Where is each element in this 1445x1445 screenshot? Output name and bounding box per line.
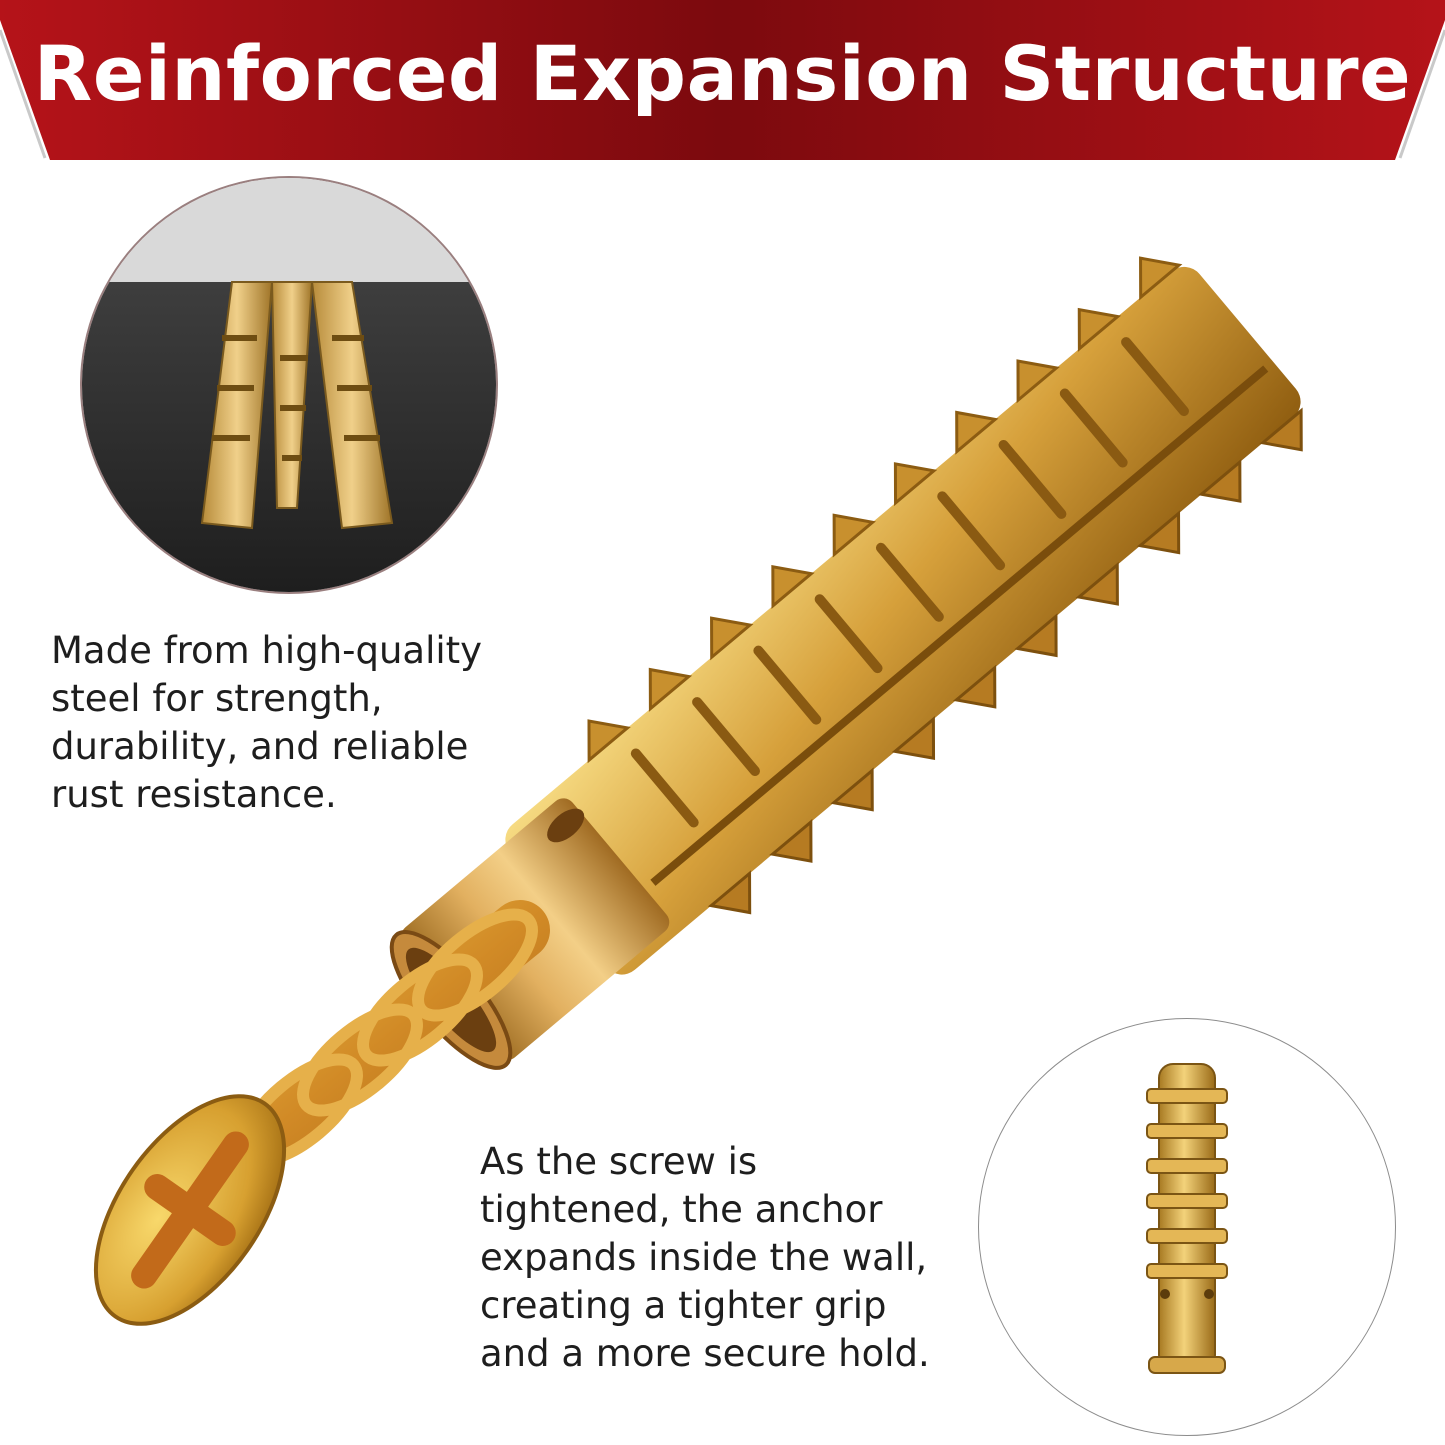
material-caption-line: rust resistance. [51, 773, 337, 816]
inset-anchor-image [978, 1018, 1396, 1436]
expansion-caption-line: expands inside the wall, [480, 1236, 928, 1279]
expansion-caption-line: creating a tighter grip [480, 1284, 887, 1327]
expansion-caption-line: As the screw is [480, 1140, 758, 1183]
banner-background [0, 0, 1445, 160]
anchor-standalone [1146, 1063, 1228, 1374]
material-caption: Made from high-quality steel for strengt… [51, 627, 571, 819]
page-title: Reinforced Expansion Structure [33, 29, 1412, 118]
inset-wall-expansion-image [82, 178, 496, 592]
expansion-caption-line: tightened, the anchor [480, 1188, 883, 1231]
header-banner: Reinforced Expansion Structure [0, 0, 1445, 165]
material-caption-line: Made from high-quality [51, 629, 483, 672]
material-caption-line: steel for strength, [51, 677, 383, 720]
screw [93, 900, 550, 1326]
expansion-caption: As the screw is tightened, the anchor ex… [480, 1138, 1000, 1378]
wall-cross-section [82, 178, 496, 592]
expansion-caption-line: and a more secure hold. [480, 1332, 930, 1375]
material-caption-line: durability, and reliable [51, 725, 469, 768]
